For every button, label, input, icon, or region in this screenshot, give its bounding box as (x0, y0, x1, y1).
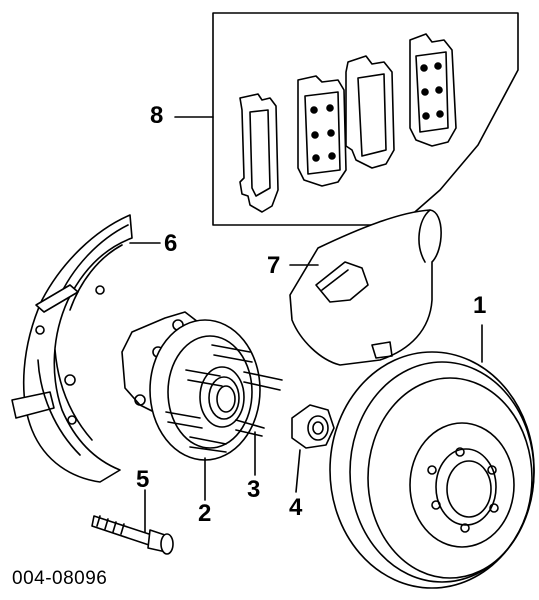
bolt-illustration (92, 516, 173, 554)
brake-pad-kit-illustration (213, 13, 518, 225)
splash-shield-illustration (12, 215, 132, 482)
callout-3: 3 (247, 476, 261, 503)
callout-5: 5 (136, 466, 150, 493)
callout-8: 8 (150, 102, 164, 129)
callout-7: 7 (267, 252, 281, 279)
rotor-illustration (330, 352, 534, 588)
callout-2: 2 (198, 500, 212, 527)
hub-bearing-illustration (122, 312, 282, 460)
callout-1: 1 (473, 292, 487, 319)
lug-nut-illustration (292, 405, 334, 448)
figure-code: 004-08096 (12, 568, 108, 589)
caliper-illustration (290, 210, 441, 365)
callout-4: 4 (289, 494, 303, 521)
callout-6: 6 (164, 230, 178, 257)
leader-line-4 (296, 450, 300, 492)
